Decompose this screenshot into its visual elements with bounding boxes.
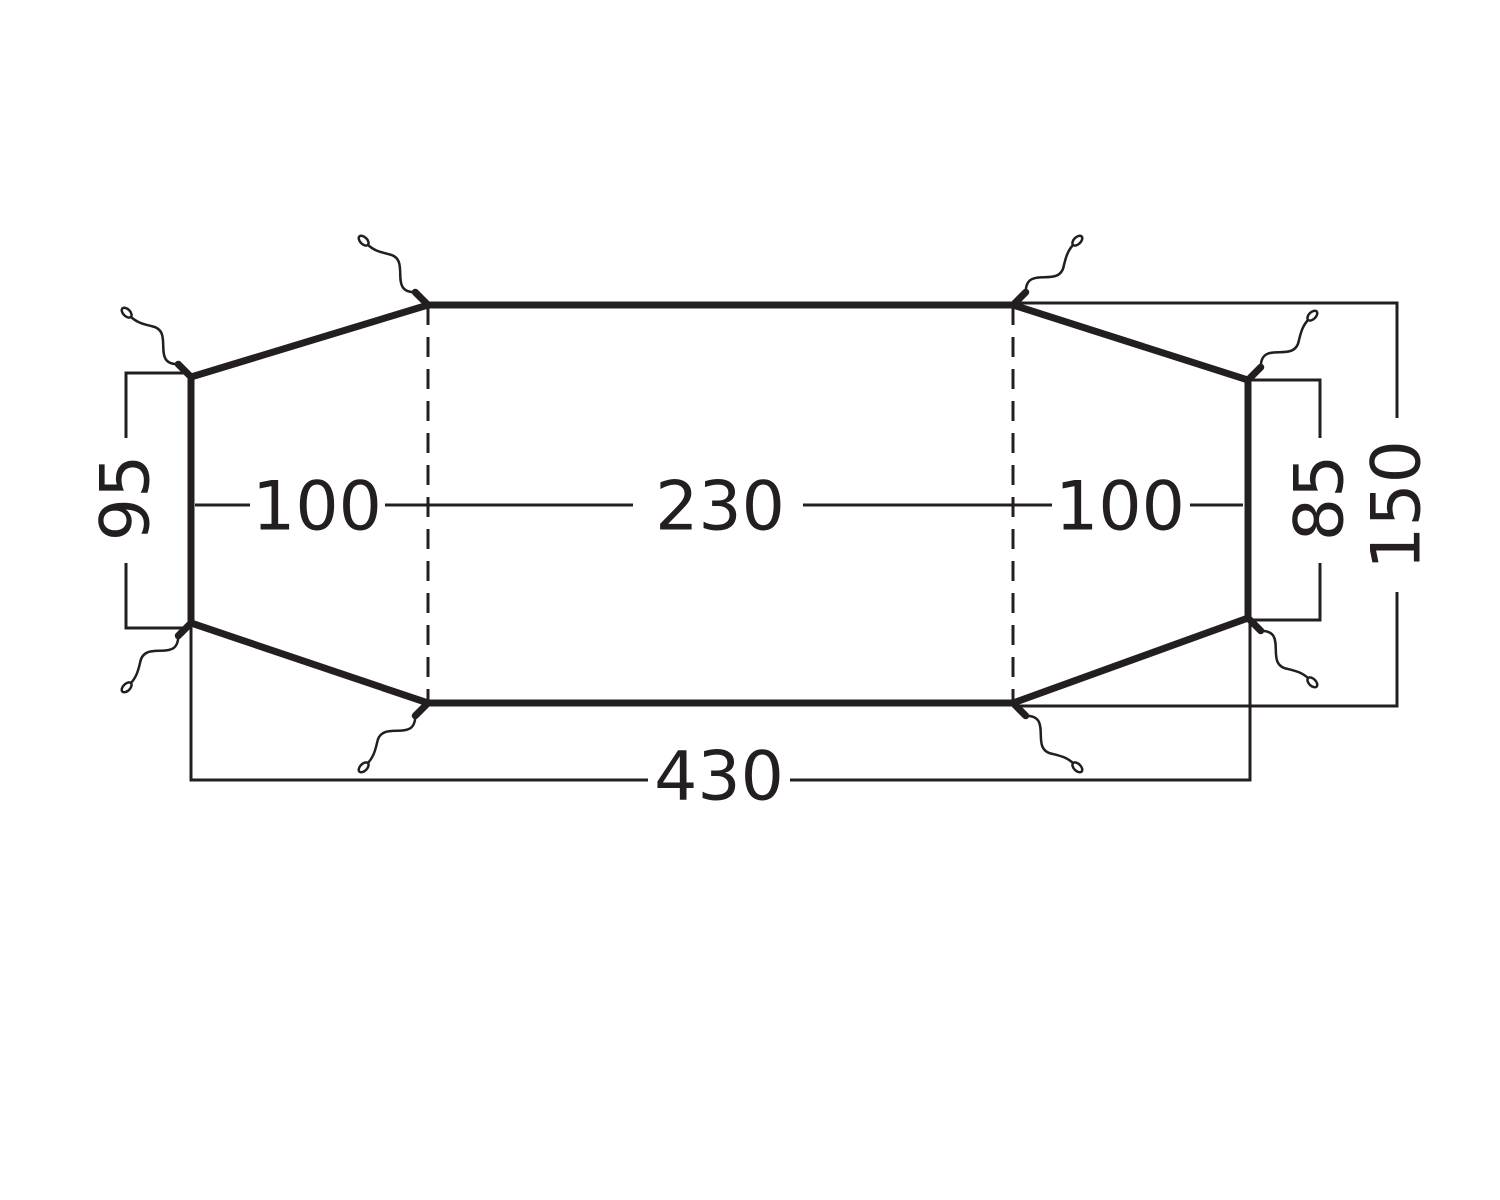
guy-line-loop bbox=[120, 306, 133, 319]
left-end-height-dimension-line bbox=[124, 371, 189, 630]
guy-line-cord bbox=[1259, 317, 1311, 369]
guy-line-icon bbox=[120, 306, 194, 380]
guy-line-cord bbox=[365, 242, 417, 294]
total-length-dimension-line bbox=[189, 618, 1252, 782]
guy-line-tensioner bbox=[411, 700, 431, 720]
guy-line-cord bbox=[128, 634, 180, 686]
guy-line-tensioner bbox=[1245, 363, 1265, 383]
right-end-height-dimension-line bbox=[1250, 378, 1322, 622]
dimension-lines bbox=[124, 301, 1399, 782]
guy-line-cord bbox=[1024, 242, 1076, 294]
right-end-height-label: 85 bbox=[1281, 455, 1360, 542]
section-dividers bbox=[426, 305, 1015, 703]
guy-line-loop bbox=[357, 234, 370, 247]
guy-line-cord bbox=[1024, 714, 1076, 766]
guy-line-tensioner bbox=[411, 288, 431, 308]
guy-line-icon bbox=[1245, 309, 1319, 383]
guy-line-icon bbox=[120, 620, 194, 694]
left-end-height-label: 95 bbox=[87, 455, 166, 542]
guy-line-icon bbox=[1010, 700, 1084, 774]
guy-line-icon bbox=[357, 700, 431, 774]
guy-line-icon bbox=[1010, 234, 1084, 308]
full-height-label: 150 bbox=[1358, 440, 1437, 570]
guy-line-loop bbox=[1306, 676, 1319, 689]
center-width-label: 230 bbox=[655, 468, 785, 547]
left-width-label: 100 bbox=[252, 468, 382, 547]
guy-line-tensioner bbox=[174, 620, 194, 640]
dimension-labels: 100 230 100 430 95 85 150 bbox=[87, 440, 1437, 816]
guy-line-loop bbox=[357, 761, 370, 774]
guy-line-loop bbox=[120, 681, 133, 694]
guy-line-cord bbox=[128, 314, 180, 366]
guy-line-loop bbox=[1306, 309, 1319, 322]
right-width-label: 100 bbox=[1055, 468, 1185, 547]
floor-outline bbox=[187, 301, 1252, 707]
total-length-label: 430 bbox=[654, 738, 784, 817]
guy-line-loop bbox=[1071, 761, 1084, 774]
full-height-dimension-line bbox=[1015, 301, 1399, 708]
guy-line-icon bbox=[357, 234, 431, 308]
guy-line-cord bbox=[1259, 629, 1311, 681]
guy-line-cord bbox=[365, 714, 417, 766]
guy-line-icon bbox=[1245, 615, 1319, 689]
guy-line-loop bbox=[1071, 234, 1084, 247]
